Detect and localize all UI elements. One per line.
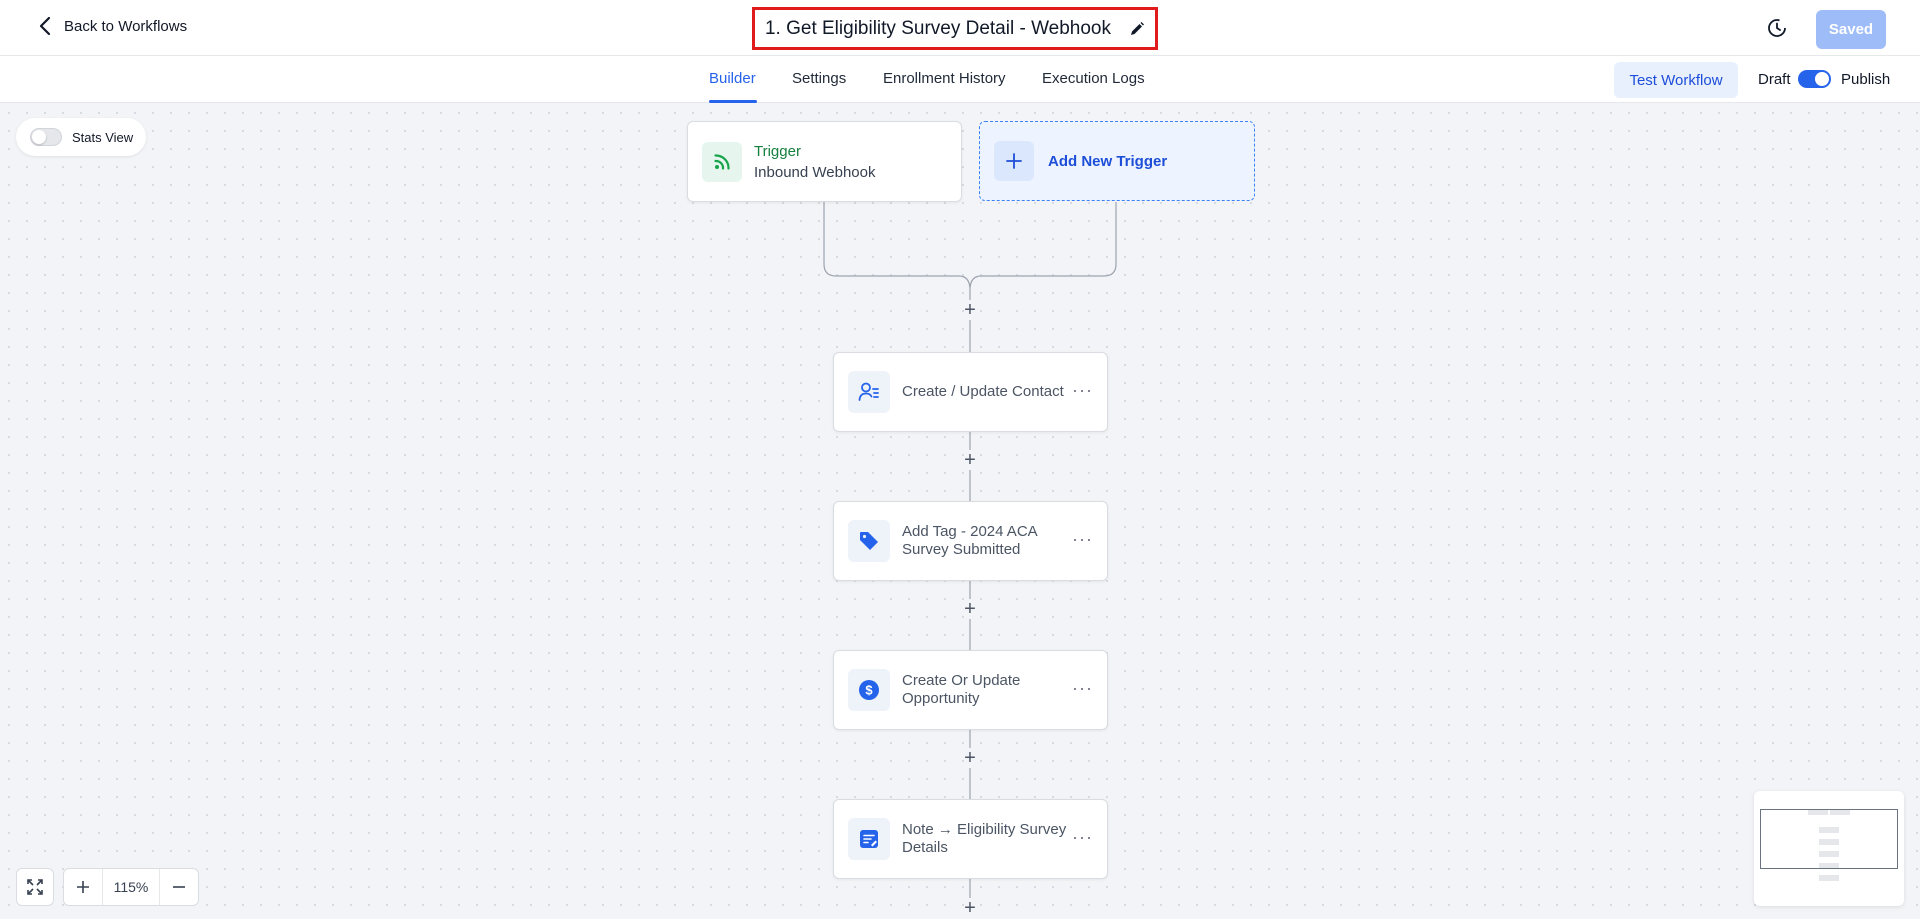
minimap-node [1819,851,1839,857]
add-step-button[interactable]: + [964,299,976,321]
history-icon[interactable] [1766,17,1788,39]
minimap-node [1819,863,1839,869]
workflow-title-text: 1. Get Eligibility Survey Detail - Webho… [764,17,1112,39]
add-step-button[interactable]: + [964,747,976,769]
publish-toggle[interactable] [1798,70,1831,88]
add-new-trigger-button[interactable]: Add New Trigger [979,121,1255,201]
fit-to-screen-button[interactable] [16,868,54,906]
more-options-icon[interactable]: ··· [1072,678,1093,698]
more-options-icon[interactable]: ··· [1072,827,1093,847]
action-create-update-contact[interactable]: Create / Update Contact ··· [833,352,1108,432]
tab-enrollment-history[interactable]: Enrollment History [883,70,1006,87]
chevron-left-icon [39,16,51,36]
tab-bar: Builder Settings Enrollment History Exec… [0,56,1920,103]
trigger-subtitle: Inbound Webhook [754,163,876,181]
minimap-node [1819,875,1839,881]
add-step-button[interactable]: + [964,449,976,471]
minimap-node [1819,827,1839,833]
test-workflow-button[interactable]: Test Workflow [1614,62,1738,98]
stats-view-label: Stats View [72,129,134,145]
draft-label: Draft [1758,71,1791,88]
minimap-node [1819,839,1839,845]
action-label: Create Or Update Opportunity [902,672,1021,707]
tab-builder[interactable]: Builder [709,70,756,87]
trigger-card[interactable]: Trigger Inbound Webhook [687,121,962,202]
svg-text:$: $ [865,683,873,698]
action-note-eligibility[interactable]: Note → Eligibility Survey Details ··· [833,799,1108,879]
active-tab-indicator [709,100,757,103]
plus-icon [994,141,1034,181]
action-label: Note → Eligibility Survey Details [902,821,1067,856]
pencil-icon[interactable] [1129,21,1145,37]
dollar-icon: $ [848,669,890,711]
tab-execution-logs[interactable]: Execution Logs [1042,70,1145,87]
add-new-trigger-label: Add New Trigger [1048,152,1168,170]
connector-lines [823,202,1117,898]
add-step-button[interactable]: + [964,897,976,919]
zoom-out-button[interactable] [160,869,198,905]
action-add-tag[interactable]: Add Tag - 2024 ACA Survey Submitted ··· [833,501,1108,581]
minimap[interactable] [1754,791,1904,906]
tab-settings[interactable]: Settings [792,70,847,87]
zoom-level: 115% [102,869,160,905]
top-bar: Back to Workflows 1. Get Eligibility Sur… [0,0,1920,56]
minimap-viewport[interactable] [1760,809,1898,869]
action-label: Create / Update Contact [902,383,1064,400]
plus-icon [77,881,89,893]
minimap-node [1830,809,1850,815]
zoom-in-button[interactable] [64,869,102,905]
expand-icon [27,879,43,895]
action-create-update-opportunity[interactable]: $ Create Or Update Opportunity ··· [833,650,1108,730]
back-label: Back to Workflows [64,17,188,35]
more-options-icon[interactable]: ··· [1072,529,1093,549]
saved-button[interactable]: Saved [1816,10,1886,49]
minimap-node [1808,809,1828,815]
stats-view-toggle[interactable]: Stats View [16,118,146,156]
rss-icon [702,141,742,182]
action-label: Add Tag - 2024 ACA Survey Submitted [902,523,1037,558]
trigger-title: Trigger [754,142,801,160]
note-icon [848,818,890,860]
add-step-button[interactable]: + [964,598,976,620]
stats-switch[interactable] [30,128,62,146]
tag-icon [848,520,890,562]
more-options-icon[interactable]: ··· [1072,380,1093,400]
back-to-workflows-link[interactable]: Back to Workflows [38,16,187,36]
workflow-canvas[interactable]: Stats View Trigger Inbound Webhook Add N… [0,104,1920,919]
minus-icon [173,886,185,888]
publish-label: Publish [1841,71,1891,88]
contact-list-icon [848,371,890,413]
workflow-title[interactable]: 1. Get Eligibility Survey Detail - Webho… [752,7,1158,50]
zoom-controls: 115% [63,868,199,906]
